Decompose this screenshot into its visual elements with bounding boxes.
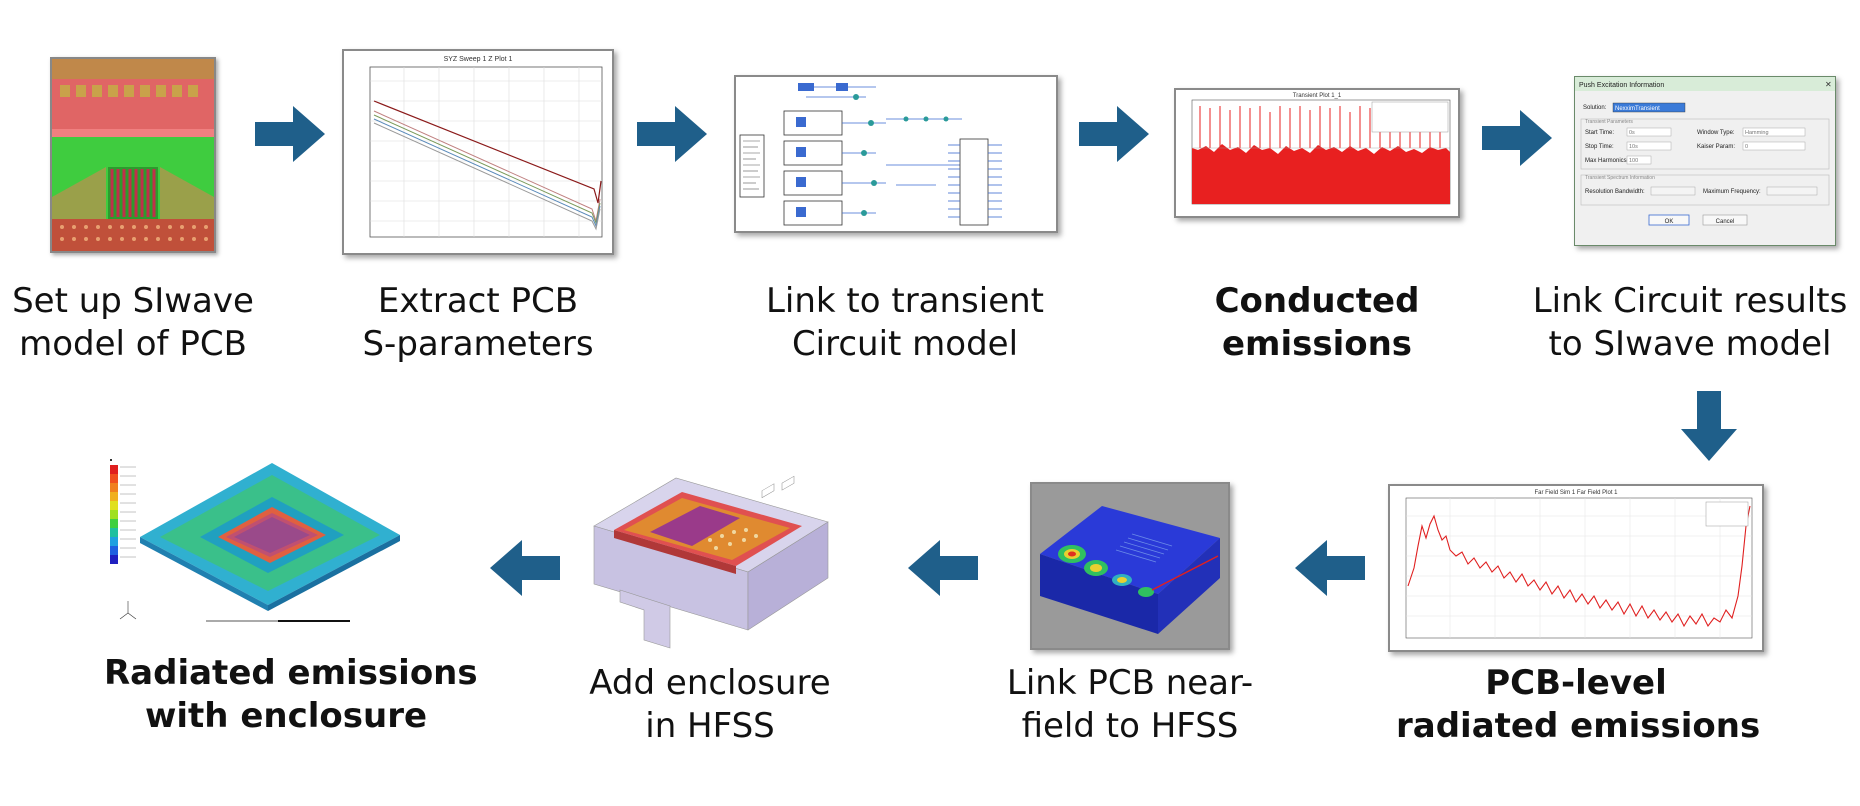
maximum-frequency-label: Maximum Frequency:	[1703, 189, 1761, 195]
caption-line: Set up SIwave	[12, 281, 254, 321]
arrow-left-icon	[908, 540, 978, 596]
stop-time-value: 10s	[1629, 144, 1638, 150]
window-type-select[interactable]	[1742, 127, 1806, 137]
step-caption-pcb-radiated: PCB-level radiated emissions	[1396, 662, 1761, 748]
caption-line: with enclosure	[144, 696, 428, 736]
resolution-bandwidth-label: Resolution Bandwidth:	[1585, 189, 1645, 195]
arrow-down-icon	[1681, 391, 1737, 461]
step-caption-radiated-enclosure: Radiated emissions with enclosure	[104, 652, 478, 738]
caption-line: Link Circuit results	[1532, 281, 1848, 321]
start-time-input[interactable]	[1626, 127, 1672, 137]
arrow-right-icon	[255, 106, 325, 162]
kaiser-param-value: 0	[1745, 144, 1748, 150]
caption-line: model of PCB	[19, 324, 247, 364]
maximum-frequency-input[interactable]	[1766, 186, 1818, 196]
step-caption-link-siwave: Link Circuit results to SIwave model	[1530, 280, 1850, 366]
solution-select[interactable]	[1612, 102, 1686, 113]
caption-line: Link PCB near-	[1006, 663, 1254, 703]
start-time-label: Start Time:	[1585, 130, 1614, 136]
arrow-left-icon	[1295, 540, 1365, 596]
stop-time-input[interactable]	[1626, 141, 1672, 151]
plot-title: Transient Plot 1_1	[1293, 93, 1342, 99]
radiated-enclosure-thumbnail	[100, 455, 410, 635]
kaiser-param-input[interactable]	[1742, 141, 1806, 151]
arrow-right-icon	[1482, 110, 1552, 166]
max-harmonics-input[interactable]	[1626, 155, 1652, 165]
step-caption-setup: Set up SIwave model of PCB	[0, 280, 266, 366]
sparameter-plot-thumbnail: SYZ Sweep 1 Z Plot 1	[342, 49, 614, 255]
plot-title: SYZ Sweep 1 Z Plot 1	[444, 56, 513, 63]
arrow-right-icon	[637, 106, 707, 162]
step-caption-near-field: Link PCB near- field to HFSS	[980, 662, 1280, 748]
window-type-value: Hamming	[1745, 130, 1769, 136]
start-time-value: 0s	[1629, 130, 1635, 136]
caption-line: Add enclosure	[589, 663, 831, 703]
caption-line: to SIwave model	[1548, 324, 1832, 364]
nearfield-hfss-thumbnail	[1030, 482, 1230, 650]
siwave-pcb-thumbnail	[50, 57, 216, 253]
max-harmonics-label: Max Harmonics:	[1585, 158, 1629, 164]
kaiser-param-label: Kaiser Param:	[1697, 144, 1735, 150]
cancel-button[interactable]	[1702, 214, 1748, 226]
resolution-bandwidth-input[interactable]	[1650, 186, 1696, 196]
caption-line: Radiated emissions	[104, 653, 478, 693]
caption-line: Conducted	[1214, 281, 1420, 321]
arrow-right-icon	[1079, 106, 1149, 162]
caption-line: radiated emissions	[1396, 706, 1761, 746]
caption-line: Circuit model	[791, 324, 1019, 364]
enclosure-hfss-thumbnail	[590, 470, 832, 652]
step-caption-extract: Extract PCB S-parameters	[338, 280, 618, 366]
max-harmonics-value: 100	[1629, 158, 1638, 164]
solution-label: Solution:	[1583, 105, 1607, 111]
caption-line: Extract PCB	[377, 281, 579, 321]
caption-line: emissions	[1221, 324, 1413, 364]
window-type-label: Window Type:	[1697, 130, 1735, 136]
step-caption-conducted: Conducted emissions	[1172, 280, 1462, 366]
step-caption-transient: Link to transient Circuit model	[755, 280, 1055, 366]
circuit-schematic-thumbnail	[734, 75, 1058, 233]
caption-line: S-parameters	[362, 324, 594, 364]
caption-line: in HFSS	[645, 706, 775, 746]
caption-line: PCB-level	[1485, 663, 1667, 703]
group-transient-parameters: Transient Parameters	[1585, 119, 1633, 125]
step-caption-enclosure: Add enclosure in HFSS	[560, 662, 860, 748]
stop-time-label: Stop Time:	[1585, 144, 1614, 150]
ok-button[interactable]	[1648, 214, 1690, 226]
plot-title: Far Field Sim 1 Far Field Plot 1	[1534, 490, 1618, 496]
push-excitation-dialog: Push Excitation Information ✕ Solution: …	[1574, 76, 1836, 246]
group-spectrum-info: Transient Spectrum Information	[1585, 175, 1655, 181]
close-icon[interactable]: ✕	[1825, 80, 1832, 89]
transient-plot-thumbnail: Transient Plot 1_1	[1174, 88, 1460, 218]
dialog-title: Push Excitation Information	[1579, 82, 1664, 89]
arrow-left-icon	[490, 540, 560, 596]
farfield-plot-thumbnail: Far Field Sim 1 Far Field Plot 1	[1388, 484, 1764, 652]
caption-line: Link to transient	[765, 281, 1045, 321]
solution-value: NexximTransient	[1615, 106, 1660, 112]
caption-line: field to HFSS	[1021, 706, 1239, 746]
cancel-button-label: Cancel	[1716, 219, 1735, 225]
ok-button-label: OK	[1665, 219, 1674, 225]
